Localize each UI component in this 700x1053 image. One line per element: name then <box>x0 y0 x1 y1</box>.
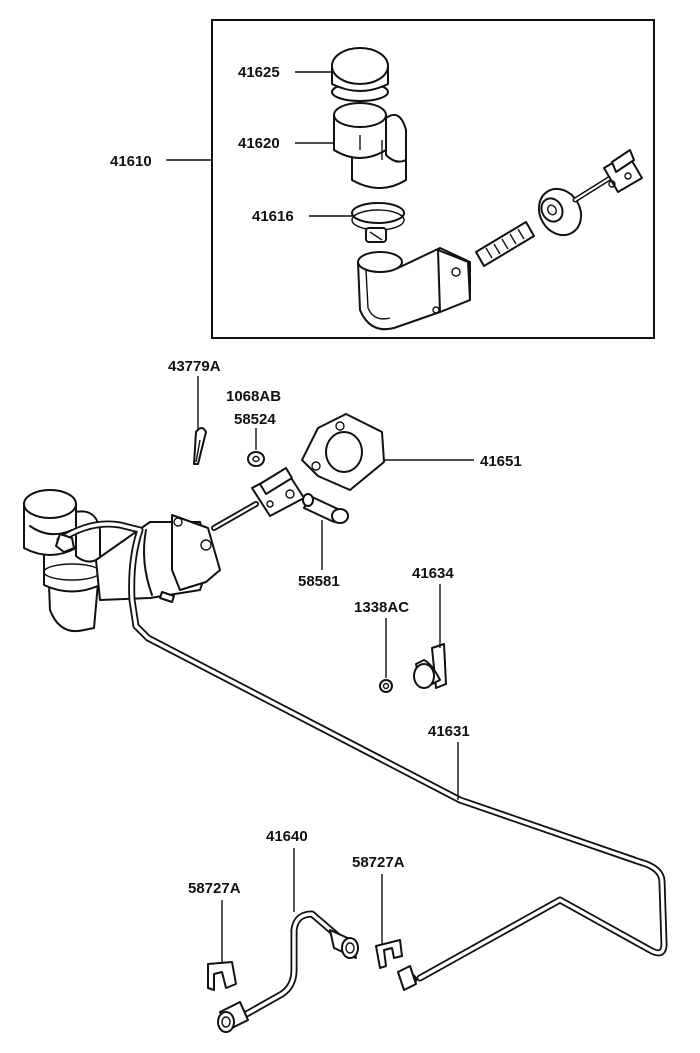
label-58727A-left: 58727A <box>188 880 241 897</box>
washer-58524 <box>247 451 265 467</box>
clutch-hose-41640 <box>217 910 359 1033</box>
label-41640: 41640 <box>266 828 308 845</box>
label-43779A: 43779A <box>168 358 221 375</box>
cotter-pin-43779A <box>193 427 207 465</box>
clip-58727A-right <box>375 939 403 969</box>
label-58524: 58524 <box>234 411 276 428</box>
label-1338AC: 1338AC <box>354 599 409 616</box>
label-41651: 41651 <box>480 453 522 470</box>
label-1068AB: 1068AB <box>226 388 281 405</box>
reservoir-cap-41625 <box>331 47 389 102</box>
master-cylinder-installed <box>95 514 221 603</box>
reservoir-installed <box>23 489 101 632</box>
bracket-41634 <box>413 643 447 689</box>
label-41620: 41620 <box>238 135 280 152</box>
label-58727A-right: 58727A <box>352 854 405 871</box>
gasket-41651 <box>301 413 385 491</box>
assembly-41610-box <box>211 19 655 339</box>
push-rod-spring <box>475 221 535 267</box>
push-rod-installed <box>211 467 305 531</box>
label-41616: 41616 <box>252 208 294 225</box>
clevis-pin-58581 <box>302 493 349 524</box>
label-41625: 41625 <box>238 64 280 81</box>
label-41631: 41631 <box>428 723 470 740</box>
nut-1338AC <box>379 679 393 693</box>
push-rod-clevis <box>572 149 643 203</box>
label-41610: 41610 <box>110 153 152 170</box>
hose-end-fitting-lower <box>217 1001 249 1033</box>
clip-58727A-left <box>207 961 237 991</box>
label-58581: 58581 <box>298 573 340 590</box>
reservoir-41620 <box>333 102 407 189</box>
hose-end-fitting-upper <box>329 929 359 959</box>
clutch-tube-41631 <box>55 520 668 991</box>
master-cylinder-body <box>357 247 471 331</box>
dust-boot <box>537 187 583 237</box>
label-41634: 41634 <box>412 565 454 582</box>
hose-clamp-41616 <box>351 202 405 243</box>
